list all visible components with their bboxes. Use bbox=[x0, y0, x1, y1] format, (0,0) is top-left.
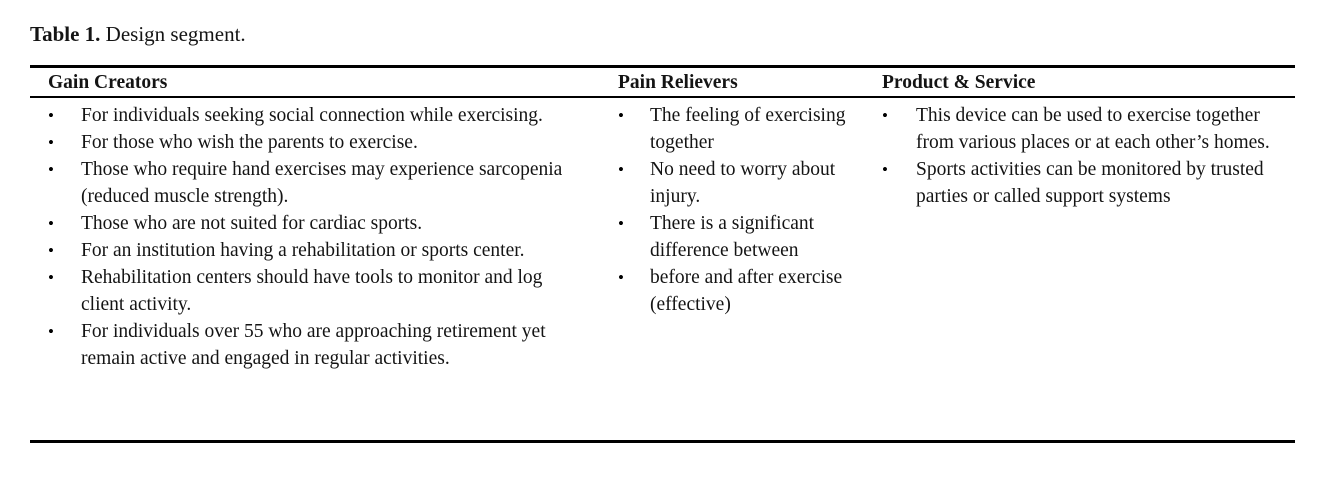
caption-label: Table 1. bbox=[30, 22, 101, 46]
list-item-text: No need to worry about injury. bbox=[650, 159, 836, 207]
column-header-gain-creators: Gain Creators bbox=[48, 72, 168, 93]
list-item: • Those who require hand exercises may ex… bbox=[48, 156, 589, 210]
list-item-text: The feeling of exercising together bbox=[650, 105, 846, 153]
list-item: • before and after exercise (effective) bbox=[618, 264, 854, 318]
list-item: • For those who wish the parents to exerc… bbox=[48, 129, 589, 156]
bullet-icon: • bbox=[882, 106, 888, 125]
bullet-icon: • bbox=[882, 160, 888, 179]
list-item-text: Those who require hand exercises may exp… bbox=[81, 159, 563, 207]
cell-product-service: • This device can be used to exercise tog… bbox=[854, 102, 1295, 210]
list-item: • This device can be used to exercise tog… bbox=[882, 102, 1295, 156]
list-item: • For an institution having a rehabilitat… bbox=[48, 237, 589, 264]
bullet-list-pain-relievers: • The feeling of exercising together • No … bbox=[618, 102, 854, 318]
list-item: • Sports activities can be monitored by t… bbox=[882, 156, 1295, 210]
list-item-text: Those who are not suited for cardiac spo… bbox=[81, 213, 423, 234]
table-header-row: Gain Creators Pain Relievers Product & S… bbox=[30, 68, 1295, 96]
column-header-product-service: Product & Service bbox=[882, 72, 1036, 93]
design-segment-table: Gain Creators Pain Relievers Product & S… bbox=[30, 65, 1295, 443]
bullet-icon: • bbox=[48, 160, 54, 179]
list-item-text: For those who wish the parents to exerci… bbox=[81, 132, 418, 153]
bullet-icon: • bbox=[618, 106, 624, 125]
cell-pain-relievers: • The feeling of exercising together • No … bbox=[589, 102, 854, 318]
cell-gain-creators: • For individuals seeking social connecti… bbox=[30, 102, 589, 372]
table-top-rule bbox=[30, 65, 1295, 68]
bullet-list-gain-creators: • For individuals seeking social connecti… bbox=[48, 102, 589, 372]
bullet-icon: • bbox=[618, 160, 624, 179]
list-item-text: For individuals over 55 who are approach… bbox=[81, 321, 546, 369]
bullet-icon: • bbox=[48, 241, 54, 260]
bullet-icon: • bbox=[48, 106, 54, 125]
list-item: • For individuals seeking social connecti… bbox=[48, 102, 589, 129]
list-item: • The feeling of exercising together bbox=[618, 102, 854, 156]
list-item-text: This device can be used to exercise toge… bbox=[916, 105, 1270, 153]
list-item: • For individuals over 55 who are approac… bbox=[48, 318, 589, 372]
bullet-icon: • bbox=[48, 214, 54, 233]
list-item: • There is a significant difference betwe… bbox=[618, 210, 854, 264]
bullet-icon: • bbox=[618, 268, 624, 287]
caption-text: Design segment. bbox=[100, 22, 246, 46]
list-item-text: Rehabilitation centers should have tools… bbox=[81, 267, 543, 315]
list-item-text: There is a significant difference betwee… bbox=[650, 213, 815, 261]
bullet-icon: • bbox=[48, 322, 54, 341]
list-item-text: before and after exercise (effective) bbox=[650, 267, 843, 315]
list-item: • Those who are not suited for cardiac sp… bbox=[48, 210, 589, 237]
bullet-icon: • bbox=[48, 268, 54, 287]
bullet-icon: • bbox=[618, 214, 624, 233]
bullet-icon: • bbox=[48, 133, 54, 152]
table-header-rule bbox=[30, 96, 1295, 98]
list-item-text: For individuals seeking social connectio… bbox=[81, 105, 543, 126]
list-item: • Rehabilitation centers should have tool… bbox=[48, 264, 589, 318]
column-header-pain-relievers: Pain Relievers bbox=[618, 72, 738, 93]
table-body-row: • For individuals seeking social connecti… bbox=[30, 98, 1295, 440]
list-item-text: For an institution having a rehabilitati… bbox=[81, 240, 525, 261]
list-item: • No need to worry about injury. bbox=[618, 156, 854, 210]
table-bottom-rule bbox=[30, 440, 1295, 443]
bullet-list-product-service: • This device can be used to exercise tog… bbox=[882, 102, 1295, 210]
table-caption: Table 1. Design segment. bbox=[30, 20, 246, 48]
list-item-text: Sports activities can be monitored by tr… bbox=[916, 159, 1264, 207]
